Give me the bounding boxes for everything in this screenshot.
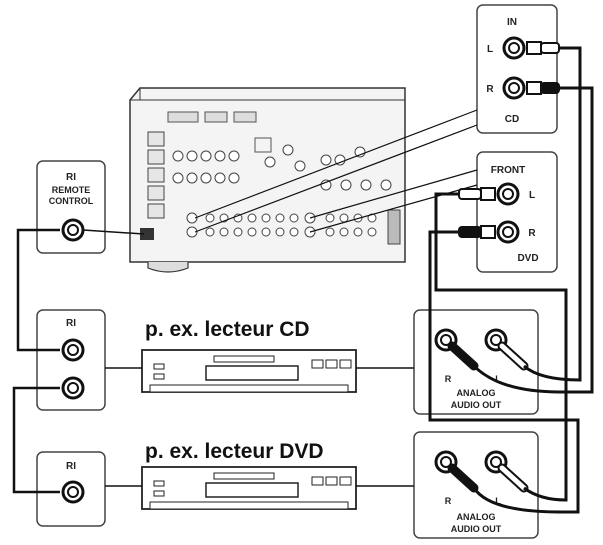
ri-cable-cd-to-dvd <box>12 386 60 494</box>
cd-input-panel: IN L R CD <box>476 4 560 134</box>
receiver-ri-jack[interactable] <box>61 218 85 242</box>
cd-in-r-jack[interactable] <box>502 76 526 100</box>
cd-label: CD <box>505 114 519 125</box>
cd-player-caption: p. ex. lecteur CD <box>145 318 310 341</box>
cd-ri-jack-2[interactable] <box>61 376 85 400</box>
cd-l-plug-icon <box>526 41 542 55</box>
cd-out-audio-label: AUDIO OUT <box>451 400 502 410</box>
dvd-input-panel: FRONT L R DVD <box>458 151 558 273</box>
dvd-ri-jack[interactable] <box>61 480 85 504</box>
dvd-label: DVD <box>517 253 538 264</box>
cd-r-audio-cable <box>472 86 594 394</box>
dvd-r-audio-cable <box>428 230 580 514</box>
dvd-player <box>141 466 357 510</box>
cd-out-r-label: R <box>445 374 452 384</box>
dvd-audio-out-panel: R L ANALOG AUDIO OUT <box>413 431 539 539</box>
cd-in-label: IN <box>507 17 517 28</box>
cd-audio-out-panel: R L ANALOG AUDIO OUT <box>413 309 539 415</box>
cd-in-r-label: R <box>486 84 494 95</box>
dvd-l-plug-icon <box>480 187 496 201</box>
dvd-r-plug-icon <box>480 225 496 239</box>
cd-l-audio-cable <box>523 46 582 382</box>
cd-out-l-label: L <box>495 374 501 384</box>
cd-in-l-jack[interactable] <box>502 36 526 60</box>
receiver-ri-panel: RI REMOTE CONTROL <box>36 160 106 254</box>
dvd-l-audio-cable <box>434 192 568 502</box>
dvd-front-r-label: R <box>528 228 536 239</box>
dvd-front-l-label: L <box>529 190 535 201</box>
dvd-out-r-label: R <box>445 496 452 506</box>
cd-player <box>141 349 357 393</box>
cd-in-l-label: L <box>487 44 493 55</box>
remote-label-line2: CONTROL <box>49 196 94 206</box>
cd-ri-jack-1[interactable] <box>61 338 85 362</box>
cd-ri-panel: RI <box>36 309 106 411</box>
dvd-out-analog-label: ANALOG <box>457 512 496 522</box>
dvd-front-l-jack[interactable] <box>496 182 520 206</box>
cd-out-analog-label: ANALOG <box>457 388 496 398</box>
dvd-out-audio-label: AUDIO OUT <box>451 524 502 534</box>
remote-label-line1: REMOTE <box>52 185 91 195</box>
dvd-out-l-label: L <box>495 496 501 506</box>
dvd-ri-label: RI <box>66 461 76 472</box>
dvd-front-label: FRONT <box>491 165 525 176</box>
ri-cable-receiver-to-cd <box>16 228 60 352</box>
dvd-front-r-jack[interactable] <box>496 220 520 244</box>
ri-leader-line <box>82 229 145 235</box>
dvd-ri-panel: RI <box>36 451 106 527</box>
cd-r-plug-icon <box>526 81 542 95</box>
receiver-ri-label: RI <box>66 172 76 183</box>
receiver-rear-panel <box>129 87 406 273</box>
cd-ri-label: RI <box>66 318 76 329</box>
dvd-player-caption: p. ex. lecteur DVD <box>145 440 324 463</box>
cables <box>12 46 594 514</box>
